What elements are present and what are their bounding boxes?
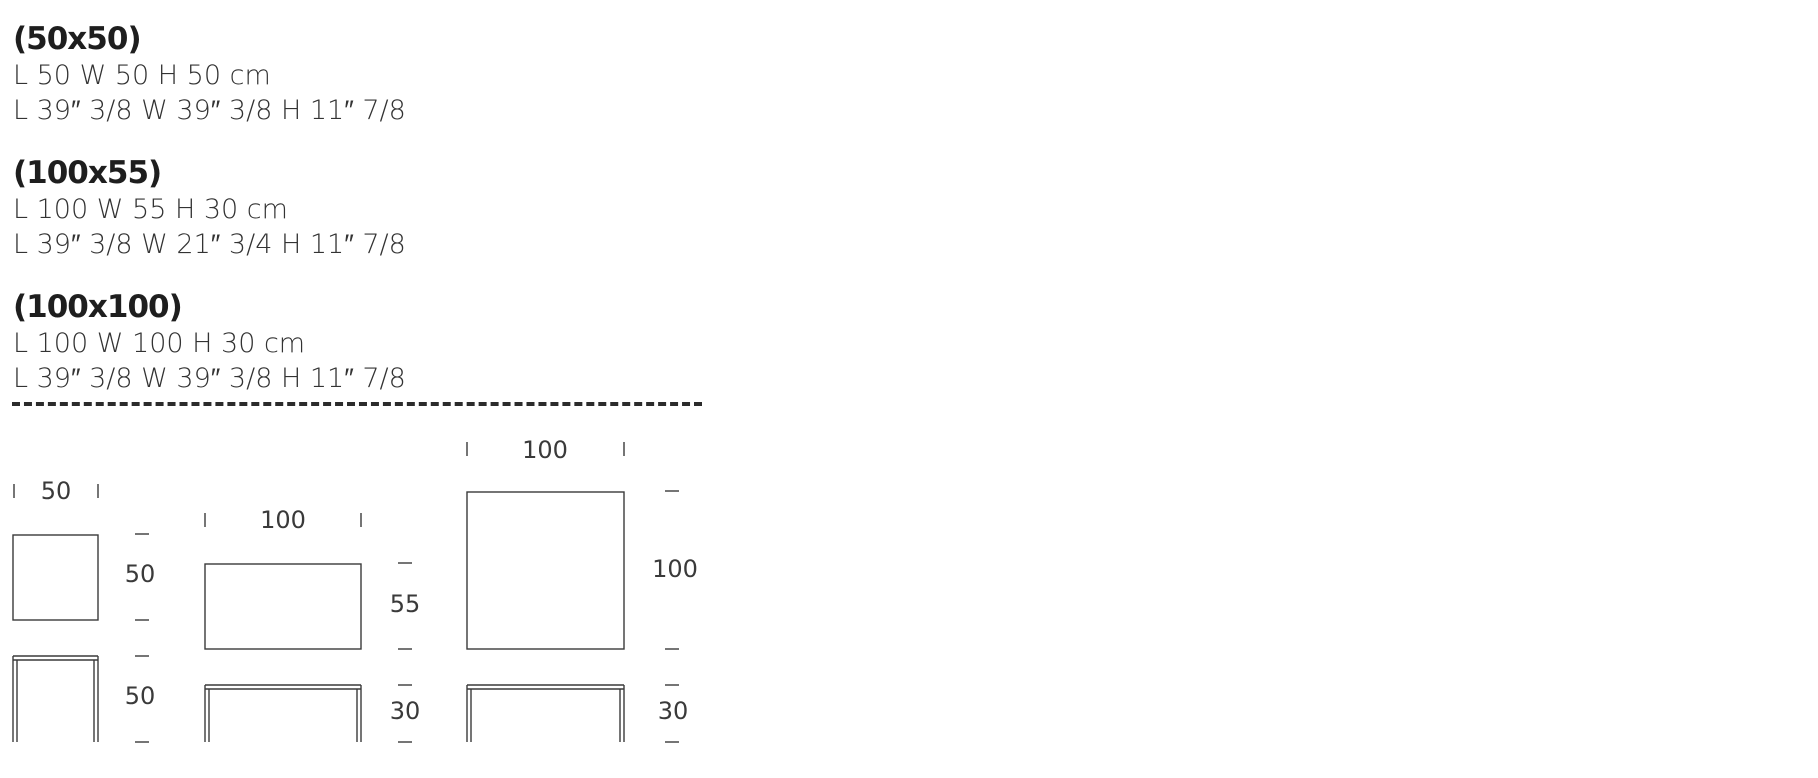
top-view-outline [204,563,362,650]
spec-100x55: (100x55) L 100 W 55 H 30 cm L 39″ 3/8 W … [13,154,733,262]
spec-metric: L 100 W 100 H 30 cm [13,328,306,359]
spec-title: (100x100) [13,289,183,325]
spec-metric: L 100 W 55 H 30 cm [13,194,288,225]
spec-metric: L 50 W 50 H 50 cm [13,60,271,91]
width-label: 100 [522,436,568,464]
dashed-separator [12,402,702,406]
spec-imperial: L 39″ 3/8 W 39″ 3/8 H 11″ 7/8 [13,95,406,126]
drawing-50x50 [12,484,149,743]
side-view-outline [12,655,99,742]
side-view-outline [204,684,362,742]
depth-label: 50 [125,560,156,588]
drawing-100x55 [204,513,412,743]
drawing-100x100 [466,442,679,743]
width-label: 50 [41,477,72,505]
height-label: 30 [658,697,689,725]
spec-imperial: L 39″ 3/8 W 39″ 3/8 H 11″ 7/8 [13,363,406,394]
height-label: 50 [125,682,156,710]
depth-label: 55 [390,590,421,618]
depth-label: 100 [652,555,698,583]
top-view-outline [12,534,99,621]
width-label: 100 [260,506,306,534]
spec-title: (100x55) [13,155,162,191]
spec-50x50: (50x50) L 50 W 50 H 50 cm L 39″ 3/8 W 39… [13,20,733,128]
specifications: (50x50) L 50 W 50 H 50 cm L 39″ 3/8 W 39… [13,20,733,422]
height-label: 30 [390,697,421,725]
spec-imperial: L 39″ 3/8 W 21″ 3/4 H 11″ 7/8 [13,229,406,260]
side-view-outline [466,684,625,742]
spec-100x100: (100x100) L 100 W 100 H 30 cm L 39″ 3/8 … [13,288,733,396]
spec-title: (50x50) [13,21,142,57]
top-view-outline [466,491,625,650]
